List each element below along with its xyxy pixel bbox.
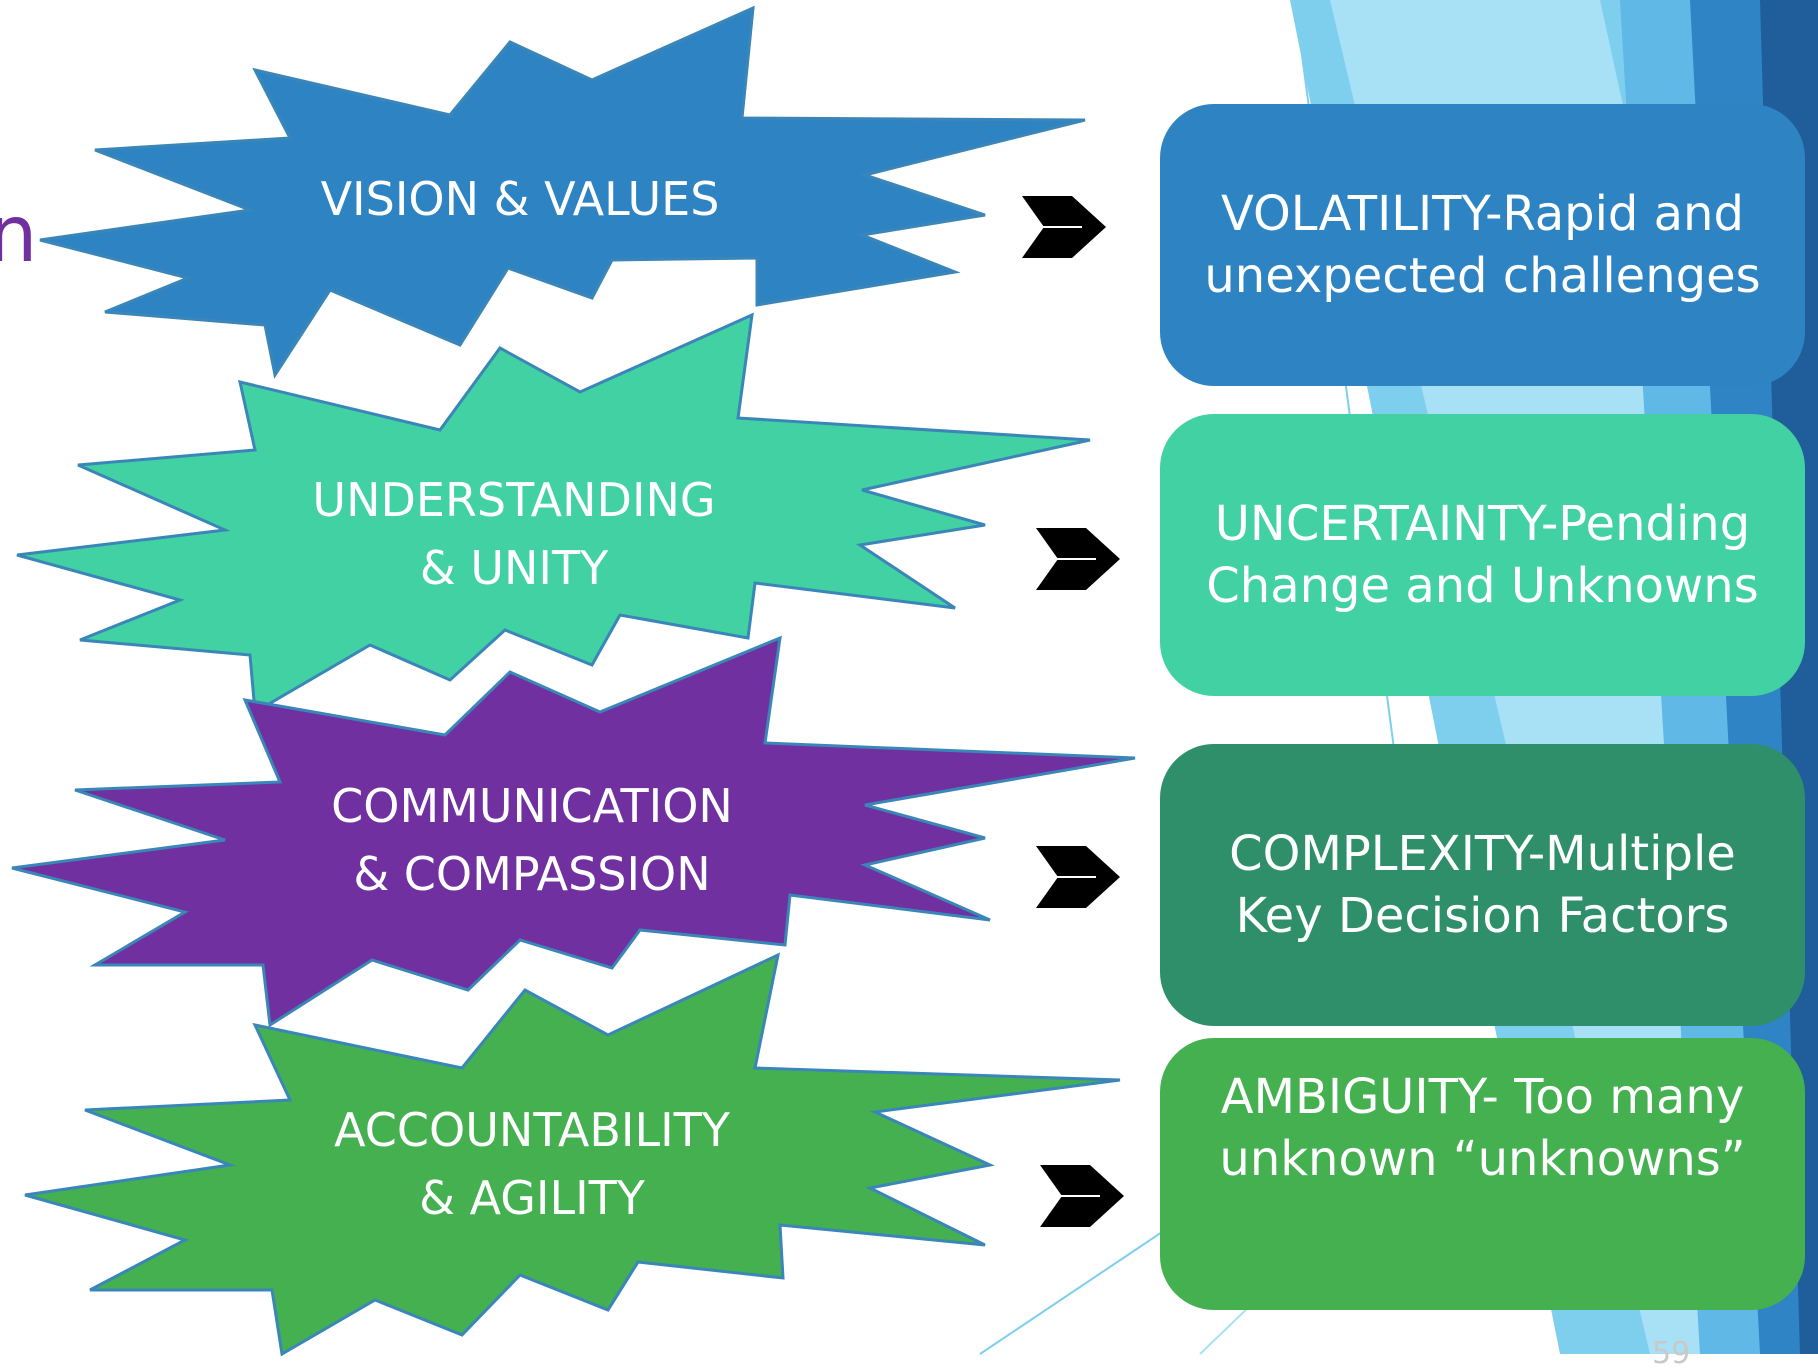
accountability-burst-label: ACCOUNTABILITY & AGILITY [302,1096,762,1232]
communication-burst-label: COMMUNICATION & COMPASSION [292,772,772,908]
uncertainty-line-1: UNCERTAINTY-Pending [1214,496,1751,552]
uncertainty-box: UNCERTAINTY-Pending Change and Unknowns [1160,414,1805,696]
ambiguity-box-text: AMBIGUITY- Too many unknown “unknowns” [1160,1066,1805,1190]
right-arrow-icon [1036,846,1120,908]
complexity-box-text: COMPLEXITY-Multiple Key Decision Factors [1160,823,1805,947]
vision-burst-line-1: VISION & VALUES [320,172,720,226]
communication-burst-shape [11,635,1136,1028]
communication-burst-line-2: & COMPASSION [353,847,711,901]
accountability-burst-line-1: ACCOUNTABILITY [334,1103,730,1157]
complexity-line-2: Key Decision Factors [1235,888,1730,944]
ambiguity-line-1: AMBIGUITY- Too many [1220,1069,1745,1125]
volatility-box: VOLATILITY-Rapid and unexpected challeng… [1160,104,1805,386]
volatility-box-text: VOLATILITY-Rapid and unexpected challeng… [1160,183,1805,307]
volatility-line-2: unexpected challenges [1204,248,1761,304]
ambiguity-line-2: unknown “unknowns” [1219,1131,1746,1187]
ambiguity-box: AMBIGUITY- Too many unknown “unknowns” [1160,1038,1805,1310]
facet-line-2 [979,1219,1181,1355]
uncertainty-line-2: Change and Unknowns [1206,558,1759,614]
slide-title-fragment: n [0,190,38,280]
right-arrow-icon [1036,528,1120,590]
volatility-line-1: VOLATILITY-Rapid and [1221,186,1744,242]
communication-burst-line-1: COMMUNICATION [331,779,733,833]
complexity-box: COMPLEXITY-Multiple Key Decision Factors [1160,744,1805,1026]
vision-burst-label: VISION & VALUES [300,165,740,233]
right-arrow-icon [1040,1165,1124,1227]
understanding-burst-label: UNDERSTANDING & UNITY [294,466,734,602]
complexity-line-1: COMPLEXITY-Multiple [1229,826,1736,882]
uncertainty-box-text: UNCERTAINTY-Pending Change and Unknowns [1160,493,1805,617]
understanding-burst-line-1: UNDERSTANDING [312,473,716,527]
understanding-burst-line-2: & UNITY [419,541,609,595]
accountability-burst-line-2: & AGILITY [419,1171,645,1225]
page-number: 59 [1652,1336,1691,1371]
vision-burst-shape [39,5,1086,379]
accountability-burst-shape [24,952,1121,1357]
understanding-burst-shape [16,312,1091,715]
right-arrow-icon [1022,196,1106,258]
